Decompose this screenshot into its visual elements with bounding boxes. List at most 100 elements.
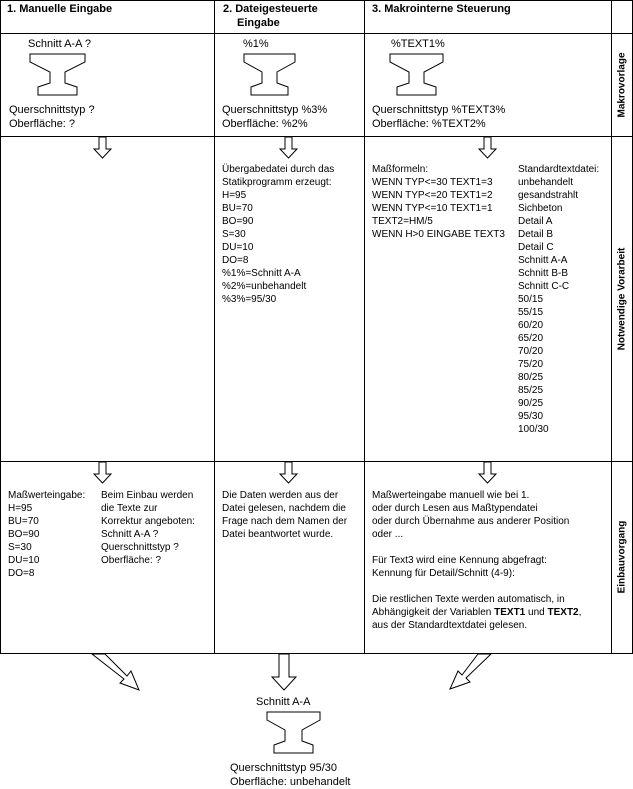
standardtext-line: Standardtextdatei: <box>518 164 600 175</box>
einbau-col1-line: DU=10 <box>8 555 40 566</box>
arrow-diag-left <box>90 653 140 691</box>
vorarbeit-col2-line: Statikprogramm erzeugt: <box>222 177 332 188</box>
vorarbeit-col2-line: %2%=unbehandelt <box>222 281 307 292</box>
einbau-col2-line: Datei beantwortet wurde. <box>222 529 334 540</box>
einbau-col3-line: Maßwerteingabe manuell wie bei 1. <box>372 490 530 501</box>
einbau-col2-line: Frage nach dem Namen der <box>222 516 348 527</box>
standardtext-line: Schnitt A-A <box>518 255 568 266</box>
standardtext-line: 85/25 <box>518 385 544 396</box>
standardtext-line: 60/20 <box>518 320 544 331</box>
einbau-col1-line: H=95 <box>8 503 33 514</box>
row-label-makrovorlage: Makrovorlage <box>616 52 628 118</box>
result-schnitt: Schnitt A-A <box>256 696 311 708</box>
vorarbeit-col3-standardtext: Standardtextdatei: unbehandelt gesandstr… <box>518 163 599 436</box>
arrow-down-result <box>270 653 298 691</box>
arrow-down-2a <box>278 136 299 159</box>
vorarbeit-col2-line: %1%=Schnitt A-A <box>222 268 301 279</box>
formel-line: WENN TYP<=10 TEXT1=1 <box>372 203 493 214</box>
variable-text2: TEXT2 <box>547 607 579 618</box>
standardtext-line: Schnitt B-B <box>518 268 569 279</box>
vorarbeit-col2-line: DU=10 <box>222 242 254 253</box>
einbau-col1-line: BU=70 <box>8 516 39 527</box>
formel-line: WENN TYP<=20 TEXT1=2 <box>372 190 493 201</box>
standardtext-line: 55/15 <box>518 307 544 318</box>
einbau-col1-right-line: Querschnittstyp ? <box>101 542 179 553</box>
text-fragment: Abhängigkeit der Variablen <box>372 607 495 618</box>
einbau-col1-right-line: Schnitt A-A ? <box>101 529 159 540</box>
standardtext-line: 95/30 <box>518 411 544 422</box>
arrow-down-1b <box>92 461 113 484</box>
standardtext-line: Detail A <box>518 216 553 227</box>
makro-col1-ofl: Oberfläche: ? <box>9 118 76 130</box>
einbau-col3-text: Maßwerteingabe manuell wie bei 1. oder d… <box>372 489 581 632</box>
standardtext-line: Sichbeton <box>518 203 563 214</box>
header-dateigesteuerte-line1: 2. Dateigesteuerte <box>223 3 318 15</box>
einbau-col3-line: aus der Standardtextdatei gelesen. <box>372 620 528 631</box>
einbau-col1-line: BO=90 <box>8 529 40 540</box>
vorarbeit-col2-line: H=95 <box>222 190 247 201</box>
beam-shape-col2 <box>243 53 296 96</box>
vorarbeit-col2-line: S=30 <box>222 229 246 240</box>
einbau-col1-right-line: Beim Einbau werden <box>101 490 194 501</box>
arrow-down-2b <box>278 461 299 484</box>
einbau-col1-right-line: Oberfläche: ? <box>101 555 162 566</box>
standardtext-line: 75/20 <box>518 359 544 370</box>
arrow-down-3b <box>477 461 498 484</box>
standardtext-line: 100/30 <box>518 424 549 435</box>
standardtext-line: unbehandelt <box>518 177 574 188</box>
formel-line: WENN TYP<=30 TEXT1=3 <box>372 177 493 188</box>
makro-col2-typ: Querschnittstyp %3% <box>222 104 328 116</box>
beam-shape-result <box>266 711 321 754</box>
formel-line: WENN H>0 EINGABE TEXT3 <box>372 229 505 240</box>
vorarbeit-col3-formeln: Maßformeln: WENN TYP<=30 TEXT1=3 WENN TY… <box>372 163 505 241</box>
result-querschnittstyp: Querschnittstyp 95/30 <box>230 762 338 774</box>
einbau-col2-line: Datei gelesen, nachdem die <box>222 503 346 514</box>
arrow-diag-right <box>449 653 493 690</box>
vorarbeit-col2-line: BU=70 <box>222 203 253 214</box>
text-fragment: und <box>525 607 548 618</box>
einbau-col3-line: oder durch Übernahme aus anderer Positio… <box>372 516 570 527</box>
einbau-col1-korrektur: Beim Einbau werden die Texte zur Korrekt… <box>101 489 195 567</box>
formel-line: TEXT2=HM/5 <box>372 216 433 227</box>
vorarbeit-col2-line: DO=8 <box>222 255 249 266</box>
standardtext-line: 80/25 <box>518 372 544 383</box>
text-fragment: , <box>578 607 582 618</box>
standardtext-line: Schnitt C-C <box>518 281 570 292</box>
vorarbeit-col2-line: %3%=95/30 <box>222 294 277 305</box>
row-label-einbauvorgang: Einbauvorgang <box>616 520 628 594</box>
standardtext-line: Detail B <box>518 229 554 240</box>
standardtext-line: 90/25 <box>518 398 544 409</box>
einbau-col1-right-line: Korrektur angeboten: <box>101 516 195 527</box>
makro-col1-typ: Querschnittstyp ? <box>9 104 95 116</box>
makro-col2-ofl: Oberfläche: %2% <box>222 118 308 130</box>
einbau-col1-masswerte: Maßwerteingabe: H=95 BU=70 BO=90 S=30 DU… <box>8 489 85 580</box>
standardtext-line: 70/20 <box>518 346 544 357</box>
beam-shape-col3 <box>389 53 444 96</box>
standardtext-line: Detail C <box>518 242 554 253</box>
makro-col1-top: Schnitt A-A ? <box>28 38 91 50</box>
einbau-col3-line-variables: Abhängigkeit der Variablen TEXT1 und TEX… <box>372 606 581 619</box>
einbau-col3-line: oder durch Lesen aus Maßtypendatei <box>372 503 538 514</box>
einbau-col3-line: Kennung für Detail/Schnitt (4-9): <box>372 568 515 579</box>
row-label-notwendige-vorarbeit: Notwendige Vorarbeit <box>616 247 628 351</box>
standardtext-line: 50/15 <box>518 294 544 305</box>
result-oberflaeche: Oberfläche: unbehandelt <box>230 776 351 788</box>
header-manuelle-eingabe: 1. Manuelle Eingabe <box>7 3 113 15</box>
makro-col2-top: %1% <box>243 38 269 50</box>
einbau-col1-right-line: die Texte zur <box>101 503 158 514</box>
makro-col3-ofl: Oberfläche: %TEXT2% <box>372 118 486 130</box>
standardtext-line: 65/20 <box>518 333 544 344</box>
einbau-col1-line: DO=8 <box>8 568 35 579</box>
einbau-col1-line: Maßwerteingabe: <box>8 490 86 501</box>
einbau-col2-text: Die Daten werden aus der Datei gelesen, … <box>222 489 347 541</box>
einbau-col3-line: oder ... <box>372 529 404 540</box>
vorarbeit-col2-text: Übergabedatei durch das Statikprogramm e… <box>222 163 334 306</box>
standardtext-line: gesandstrahlt <box>518 190 579 201</box>
beam-shape-col1 <box>29 53 86 96</box>
vorarbeit-col2-line: Übergabedatei durch das <box>222 164 335 175</box>
einbau-col1-line: S=30 <box>8 542 32 553</box>
formel-line: Maßformeln: <box>372 164 429 175</box>
variable-text1: TEXT1 <box>494 607 526 618</box>
einbau-col3-line: Die restlichen Texte werden automatisch,… <box>372 594 565 605</box>
